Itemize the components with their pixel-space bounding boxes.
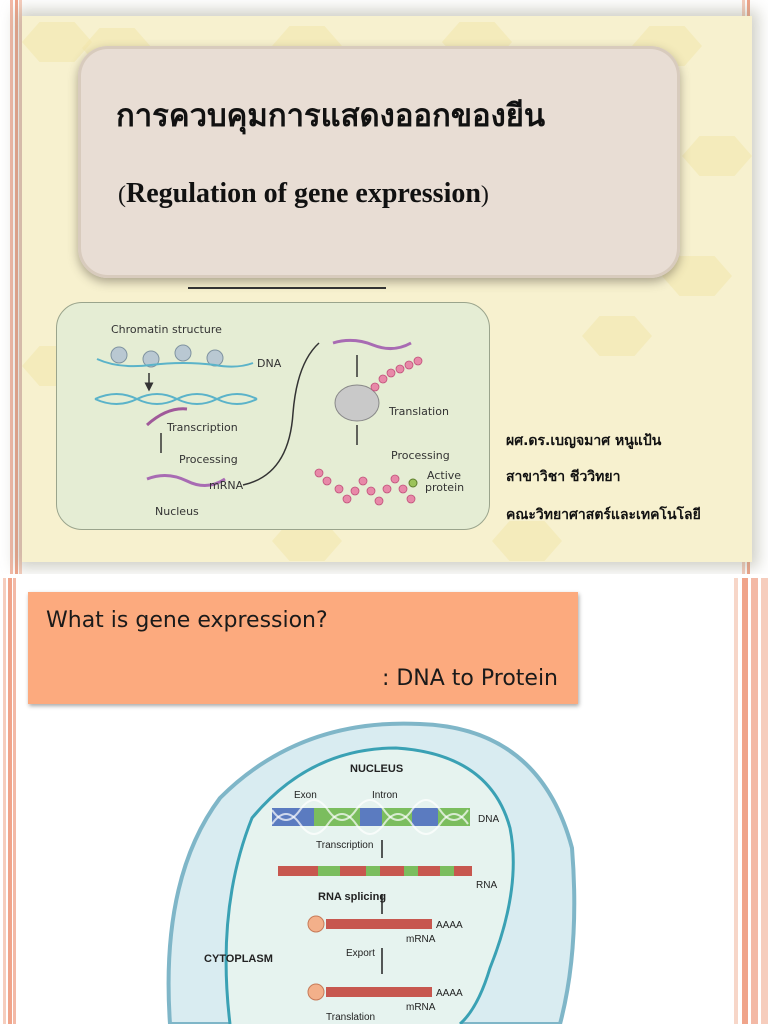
- question-box: What is gene expression? : DNA to Protei…: [28, 592, 578, 704]
- exon-label: Exon: [294, 790, 317, 801]
- author-faculty: คณะวิทยาศาสตร์และเทคโนโลยี: [506, 507, 701, 523]
- hexagon-decoration: [22, 22, 92, 62]
- nucleus-label: Nucleus: [155, 505, 199, 518]
- mrna-exported-strand: [326, 987, 432, 997]
- active-label: Active: [427, 469, 461, 482]
- transcription-label: Transcription: [166, 421, 238, 434]
- mrna-strand: [326, 919, 432, 929]
- author-name: ผศ.ดร.เบญจมาศ หนูแป้น: [506, 433, 662, 449]
- right-stripe-decoration: [734, 578, 768, 1024]
- title-english: (Regulation of gene expression): [118, 178, 489, 209]
- answer-text: : DNA to Protein: [381, 666, 558, 691]
- gene-expression-illustration: Chromatin structure DNA Transcription Pr…: [94, 323, 464, 518]
- rna-splicing-label: RNA splicing: [318, 891, 386, 903]
- hexagon-decoration: [492, 521, 562, 561]
- slide-1-panel: การควบคุมการแสดงออกของยีน (Regulation of…: [22, 16, 752, 562]
- nucleus-title: NUCLEUS: [350, 763, 403, 775]
- gene-expression-diagram: Chromatin structure DNA Transcription Pr…: [56, 302, 490, 530]
- dna-label: DNA: [478, 814, 499, 825]
- export-label: Export: [346, 948, 375, 959]
- translation-label: Translation: [326, 1012, 375, 1023]
- processing-label: Processing: [179, 453, 238, 466]
- rna-strand: [278, 866, 472, 876]
- poly-a-tail-2: AAAA: [436, 988, 463, 999]
- slide-2: What is gene expression? : DNA to Protei…: [0, 578, 768, 1024]
- mrna-label-2: mRNA: [406, 1002, 436, 1013]
- dna-helix: [271, 799, 470, 835]
- author-department: สาขาวิชา ชีววิทยา: [506, 469, 621, 485]
- slide-divider: [0, 574, 768, 580]
- title-box: การควบคุมการแสดงออกของยีน (Regulation of…: [78, 46, 680, 278]
- title-thai: การควบคุมการแสดงออกของยีน: [116, 98, 546, 134]
- hexagon-decoration: [582, 316, 652, 356]
- gene-expression-figure: NUCLEUS Exon Intron DNA Transcription RN…: [166, 721, 577, 1024]
- mrna-label: mRNA: [209, 479, 244, 492]
- poly-a-tail: AAAA: [436, 920, 463, 931]
- question-text: What is gene expression?: [46, 608, 328, 633]
- cytoplasm-label: CYTOPLASM: [204, 953, 273, 965]
- left-stripe-decoration: [10, 0, 22, 578]
- hexagon-decoration: [682, 136, 752, 176]
- rna-label: RNA: [476, 880, 497, 891]
- mrna-label: mRNA: [406, 934, 436, 945]
- title-underline: [188, 287, 386, 289]
- translation-label: Translation: [388, 405, 449, 418]
- processing-2-label: Processing: [391, 449, 450, 462]
- protein-label: protein: [425, 481, 464, 494]
- intron-label: Intron: [372, 790, 398, 801]
- left-stripe-decoration: [0, 578, 16, 1024]
- slide-1: การควบคุมการแสดงออกของยีน (Regulation of…: [10, 0, 752, 578]
- dna-label: DNA: [257, 357, 282, 370]
- transcription-label: Transcription: [316, 840, 373, 851]
- chromatin-structure-label: Chromatin structure: [111, 323, 222, 336]
